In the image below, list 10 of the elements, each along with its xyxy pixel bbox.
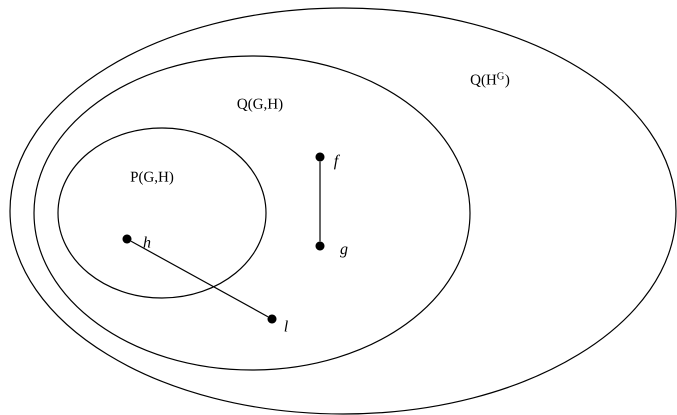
point-dot [316, 242, 324, 250]
point-label: g [340, 246, 348, 258]
connecting-line [130, 240, 268, 318]
point-label: l [284, 320, 288, 332]
point-dot [268, 314, 276, 324]
point-label: f [334, 154, 340, 170]
point-dot [122, 234, 132, 244]
point-label: h [144, 236, 150, 248]
point-dot [316, 152, 324, 162]
connecting-line [319, 162, 321, 242]
